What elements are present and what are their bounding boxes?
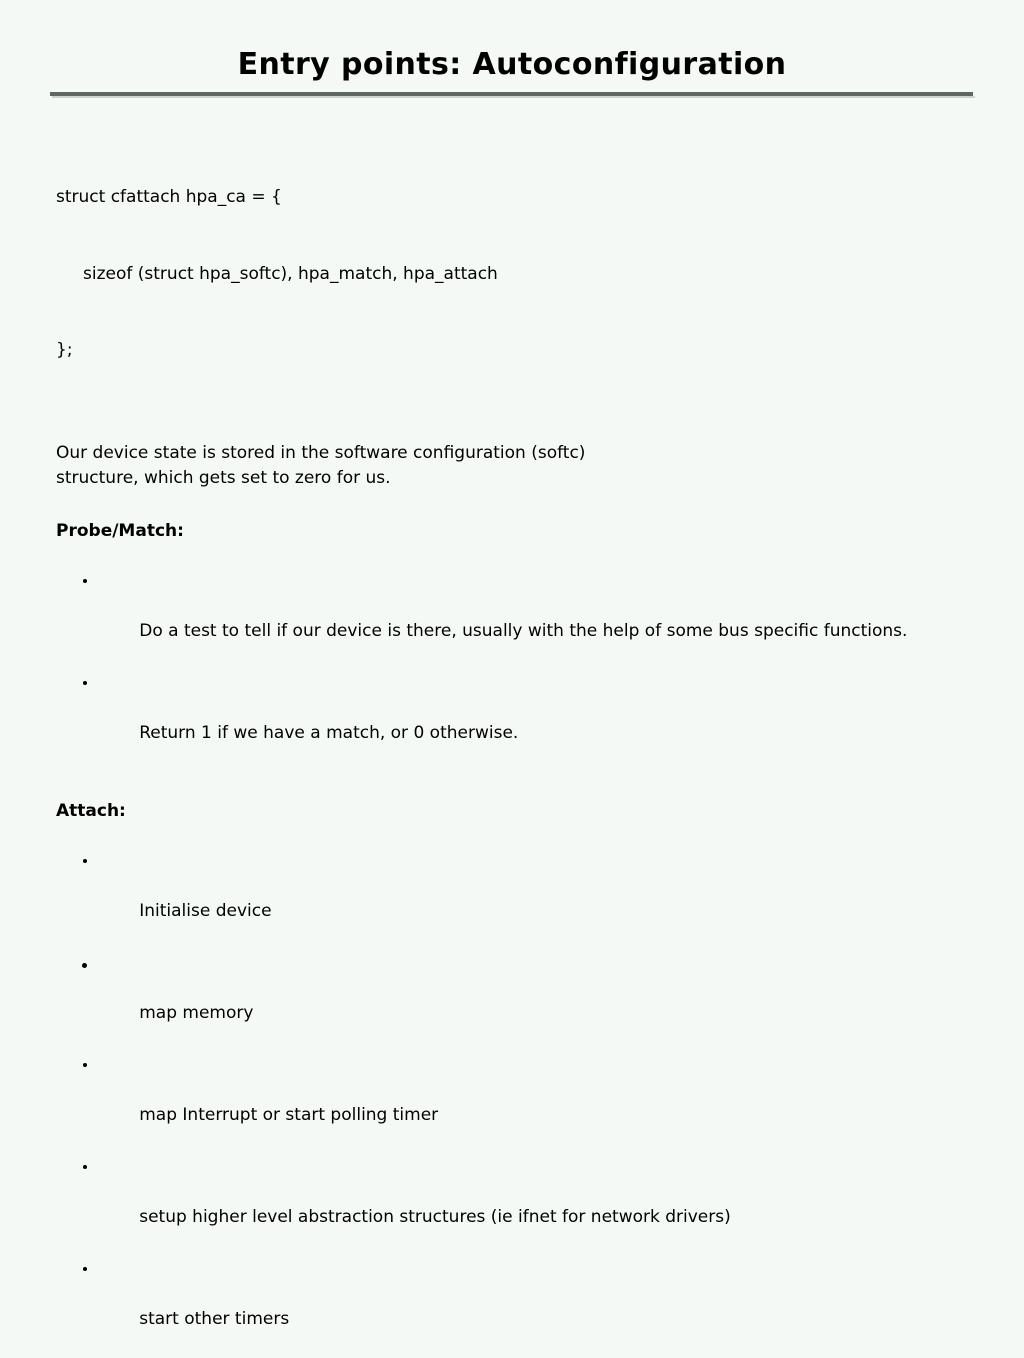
paragraph-line: structure, which gets set to zero for us… [56,468,391,488]
bullet-dot-icon [83,1062,87,1067]
list-item: Initialise device [83,848,986,950]
list-item: map Interrupt or start polling timer [83,1052,986,1154]
list-item: Do a test to tell if our device is there… [83,568,986,670]
bullet-list-probe-match: Do a test to tell if our device is there… [56,568,986,772]
list-item: start other timers [83,1256,986,1358]
code-line: sizeof (struct hpa_softc), hpa_match, hp… [56,263,498,284]
spacer [56,772,986,799]
code-line: }; [56,340,73,360]
bullet-dot-icon [83,1266,87,1271]
code-block: struct cfattach hpa_ca = { sizeof (struc… [56,134,986,415]
list-item-label: Return 1 if we have a match, or 0 otherw… [139,722,519,743]
page-title: Entry points: Autoconfiguration [237,47,787,82]
spacer [56,544,986,568]
list-item: setup higher level abstraction structure… [83,1154,986,1256]
bullet-dot-icon [83,1164,87,1169]
paragraph-line: Our device state is stored in the softwa… [56,442,586,463]
spacer [56,492,986,519]
bullet-dot-icon [83,578,87,583]
title-divider-bar [50,92,973,96]
list-item-label: map Interrupt or start polling timer [139,1104,439,1125]
section-heading-attach: Attach: [56,800,126,821]
section-heading-probe-match: Probe/Match: [56,520,184,541]
bullet-list-attach: Initialise device map memory map Interru… [56,848,986,1358]
bullet-dot-icon [83,858,87,863]
title-divider [50,92,975,98]
title-divider-highlight [52,96,975,98]
list-item: map memory [82,950,986,1052]
list-item: Return 1 if we have a match, or 0 otherw… [83,670,986,772]
list-item-label: setup higher level abstraction structure… [139,1206,731,1227]
slide: Entry points: Autoconfiguration struct c… [50,47,975,1329]
list-item-label: Do a test to tell if our device is there… [139,620,908,641]
slide-body: struct cfattach hpa_ca = { sizeof (struc… [56,134,986,1358]
list-item-label: Initialise device [139,900,272,921]
bullet-dot-icon [83,680,87,685]
intro-paragraph: Our device state is stored in the softwa… [56,441,986,492]
list-item-label: start other timers [139,1308,290,1329]
spacer [56,824,986,848]
list-item-label: map memory [139,1002,254,1023]
code-line: struct cfattach hpa_ca = { [56,187,282,207]
bullet-dot-icon [82,962,87,968]
